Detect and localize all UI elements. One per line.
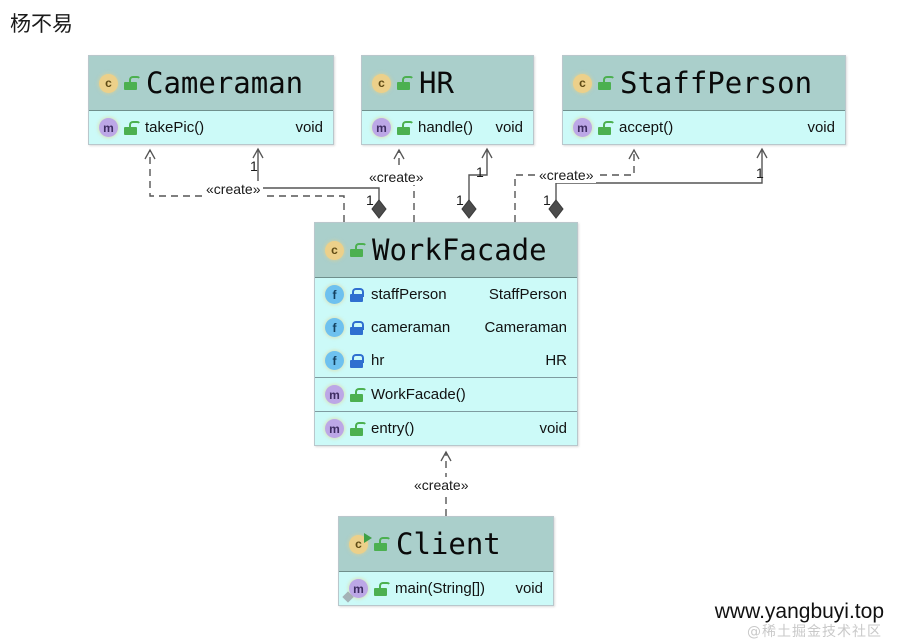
- class-header-staffperson: c StaffPerson: [563, 56, 845, 111]
- class-header-hr: c HR: [362, 56, 533, 111]
- edge-workfacade-has-hr: [461, 147, 493, 219]
- method-icon: m: [325, 385, 344, 404]
- method-icon: m: [372, 118, 391, 137]
- class-icon: c: [573, 73, 592, 93]
- method-section-hr: m handle() void: [362, 111, 533, 144]
- field-name: staffPerson: [371, 286, 447, 303]
- field-row[interactable]: f cameraman Cameraman: [315, 311, 577, 344]
- method-section-client: m main(String[]) void: [339, 572, 553, 605]
- edge-workfacade-creates-hr: [393, 148, 415, 222]
- class-box-workfacade[interactable]: c WorkFacade f staffPerson StaffPerson f: [314, 222, 578, 446]
- multiplicity-hr-target: 1: [476, 164, 484, 180]
- field-icon: f: [325, 318, 344, 337]
- method-icon: m: [99, 118, 118, 137]
- method-return-type: void: [807, 119, 835, 136]
- unlock-icon: [350, 243, 367, 257]
- multiplicity-hr-source: 1: [456, 192, 464, 208]
- unlock-icon: [598, 76, 615, 90]
- method-name: handle(): [418, 119, 474, 136]
- unlock-icon: [397, 120, 414, 135]
- unlock-icon: [124, 120, 141, 135]
- class-box-cameraman[interactable]: c Cameraman m takePic() void: [88, 55, 334, 145]
- method-section-staffperson: m accept() void: [563, 111, 845, 144]
- unlock-icon: [350, 387, 367, 402]
- runnable-class-icon: c: [349, 532, 372, 554]
- method-row[interactable]: m takePic() void: [89, 111, 333, 144]
- method-icon: m: [325, 419, 344, 438]
- edge-workfacade-creates-staffperson: [514, 148, 640, 222]
- edge-workfacade-has-staffperson: [548, 147, 768, 219]
- method-icon: m: [342, 579, 368, 603]
- field-icon: f: [325, 285, 344, 304]
- class-box-hr[interactable]: c HR m handle() void: [361, 55, 534, 145]
- edge-label-create-workfacade: «create»: [411, 477, 472, 493]
- multiplicity-cameraman-source: 1: [366, 192, 374, 208]
- edge-label-create-cameraman: «create»: [203, 181, 264, 197]
- lock-icon: [350, 353, 364, 368]
- class-name-label: Client: [396, 526, 501, 561]
- lock-icon: [350, 287, 364, 302]
- method-return-type: void: [515, 580, 543, 597]
- method-name: WorkFacade(): [371, 386, 466, 403]
- edge-label-create-hr: «create»: [366, 169, 427, 185]
- field-name: hr: [371, 352, 385, 369]
- constructor-section-workfacade: m WorkFacade(): [315, 377, 577, 411]
- method-row[interactable]: m entry() void: [315, 412, 577, 445]
- field-name: cameraman: [371, 319, 451, 336]
- method-section-workfacade: m entry() void: [315, 411, 577, 445]
- watermark: @稀土掘金技术社区: [747, 624, 882, 640]
- lock-icon: [350, 320, 364, 335]
- class-header-client: c Client: [339, 517, 553, 572]
- class-name-label: HR: [419, 65, 454, 100]
- method-section-cameraman: m takePic() void: [89, 111, 333, 144]
- class-name-label: Cameraman: [146, 65, 304, 100]
- unlock-icon: [598, 120, 615, 135]
- class-name-label: StaffPerson: [620, 65, 813, 100]
- method-row[interactable]: m handle() void: [362, 111, 533, 144]
- unlock-icon: [124, 76, 141, 90]
- method-return-type: void: [539, 420, 567, 437]
- method-return-type: void: [295, 119, 323, 136]
- class-icon: c: [372, 73, 391, 93]
- unlock-icon: [374, 537, 391, 551]
- footer-url: www.yangbuyi.top: [714, 600, 884, 623]
- class-icon: c: [325, 240, 344, 260]
- method-name: takePic(): [145, 119, 205, 136]
- unlock-icon: [397, 76, 414, 90]
- class-header-workfacade: c WorkFacade: [315, 223, 577, 278]
- class-name-label: WorkFacade: [372, 232, 547, 267]
- edge-label-create-staffperson: «create»: [536, 167, 597, 183]
- method-name: accept(): [619, 119, 674, 136]
- class-box-client[interactable]: c Client m main(String[]) void: [338, 516, 554, 606]
- method-return-type: void: [495, 119, 523, 136]
- field-type: Cameraman: [484, 319, 567, 336]
- class-icon: c: [99, 73, 118, 93]
- class-header-cameraman: c Cameraman: [89, 56, 333, 111]
- unlock-icon: [374, 581, 391, 596]
- method-row[interactable]: m WorkFacade(): [315, 378, 577, 411]
- field-type: StaffPerson: [488, 286, 567, 303]
- multiplicity-staffperson-source: 1: [543, 192, 551, 208]
- method-row[interactable]: m main(String[]) void: [339, 572, 553, 605]
- field-icon: f: [325, 351, 344, 370]
- field-row[interactable]: f staffPerson StaffPerson: [315, 278, 577, 311]
- method-name: main(String[]): [395, 580, 486, 597]
- page-title: 杨不易: [10, 12, 73, 36]
- method-icon: m: [573, 118, 592, 137]
- method-name: entry(): [371, 420, 415, 437]
- field-row[interactable]: f hr HR: [315, 344, 577, 377]
- class-box-staffperson[interactable]: c StaffPerson m accept() void: [562, 55, 846, 145]
- unlock-icon: [350, 421, 367, 436]
- field-type: HR: [545, 352, 567, 369]
- multiplicity-cameraman-target: 1: [250, 158, 258, 174]
- multiplicity-staffperson-target: 1: [756, 165, 764, 181]
- field-section-workfacade: f staffPerson StaffPerson f cameraman Ca…: [315, 278, 577, 377]
- method-row[interactable]: m accept() void: [563, 111, 845, 144]
